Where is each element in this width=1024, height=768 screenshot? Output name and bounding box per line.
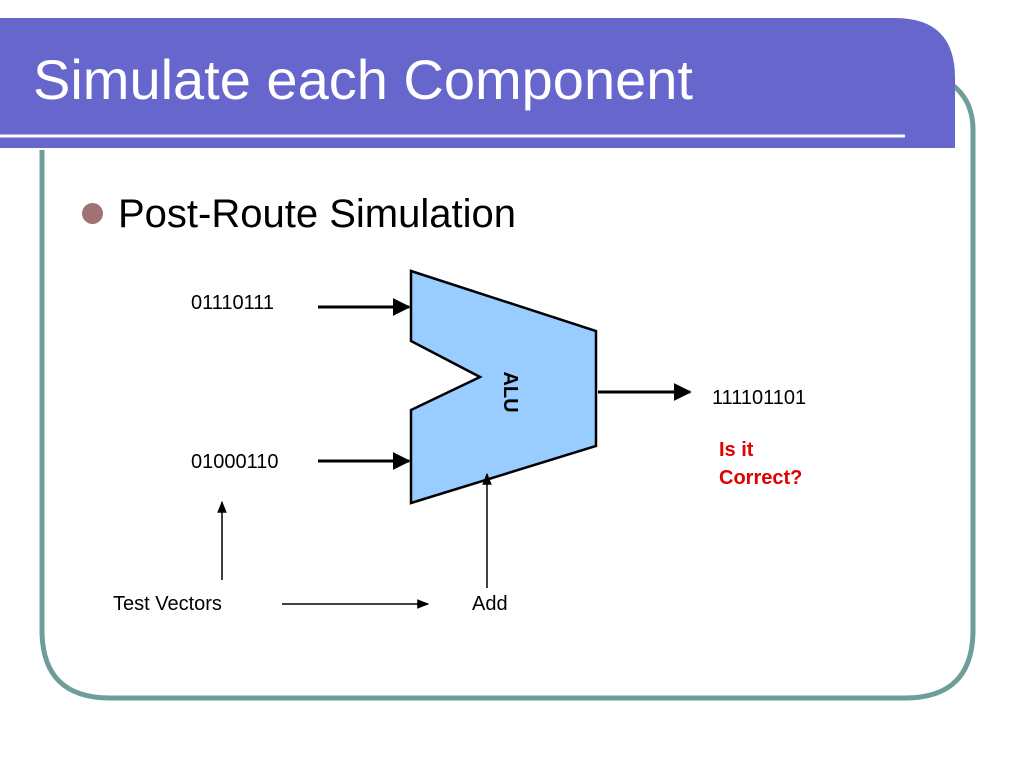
bullet-dot-icon bbox=[82, 203, 103, 224]
alu-label: ALU bbox=[499, 371, 521, 412]
question-line-1: Is it bbox=[719, 439, 754, 461]
question-line-2: Correct? bbox=[719, 467, 803, 489]
op-label: Add bbox=[472, 593, 508, 615]
title-band bbox=[0, 18, 955, 148]
content-border bbox=[39, 77, 976, 701]
test-vectors-label: Test Vectors bbox=[113, 593, 222, 615]
alu-block bbox=[409, 269, 598, 505]
bullet-text: Post-Route Simulation bbox=[118, 192, 516, 236]
slide-title: Simulate each Component bbox=[33, 48, 693, 111]
correctness-question: Is it Correct? bbox=[719, 436, 802, 492]
input-b-label: 01000110 bbox=[191, 451, 279, 473]
output-label: 111101101 bbox=[712, 387, 806, 409]
input-a-label: 01110111 bbox=[191, 292, 274, 314]
